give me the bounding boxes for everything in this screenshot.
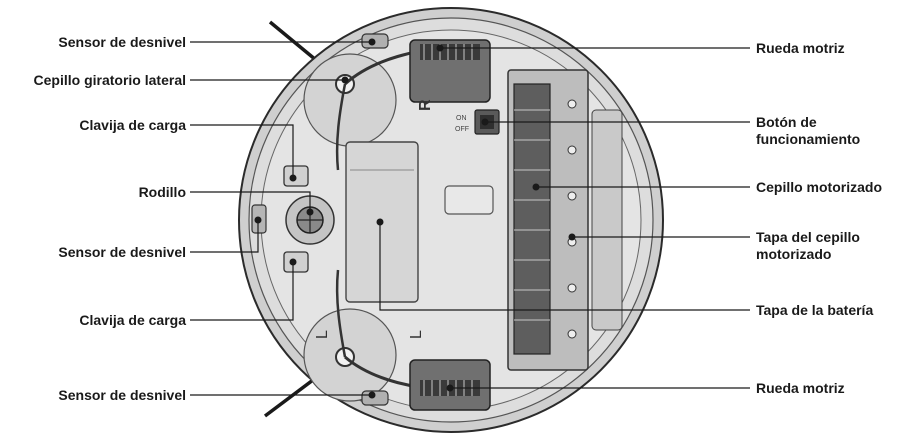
switch-off-text: OFF: [455, 126, 469, 133]
brush-cover-holes: [567, 99, 577, 339]
label-drive-wheel-top: Rueda motriz: [756, 40, 845, 56]
label-cliff-sensor-top: Sensor de desnivel: [58, 34, 186, 50]
label-motorized-brush: Cepillo motorizado: [756, 179, 882, 195]
label-cliff-sensor-middle: Sensor de desnivel: [58, 244, 186, 260]
switch-on-text: ON: [456, 115, 467, 122]
label-roller: Rodillo: [138, 184, 186, 200]
right-bumper-block: [591, 109, 623, 331]
top-brush-bay: [303, 53, 397, 147]
motorized-brush: [513, 83, 551, 355]
drive-wheel-top: [409, 39, 491, 103]
label-drive-wheel-bottom: Rueda motriz: [756, 380, 845, 396]
leader-dots-left: [254, 38, 376, 399]
label-battery-cover: Tapa de la batería: [756, 302, 874, 318]
brush-bristle-lines: [514, 109, 550, 321]
label-side-brush: Cepillo giratorio lateral: [33, 72, 186, 88]
marking-l-bottom: L: [408, 330, 425, 339]
center-slot: [444, 185, 494, 215]
marking-r: R: [417, 99, 434, 111]
label-cliff-sensor-bottom: Sensor de desnivel: [58, 387, 186, 403]
charging-contact-top: [283, 165, 309, 187]
leader-lines-left: [190, 41, 372, 396]
leader-dots-right: [376, 44, 576, 392]
label-brush-cover: Tapa del cepillo motorizado: [756, 229, 860, 262]
label-charging-contact-top: Clavija de carga: [79, 117, 186, 133]
label-charging-contact-bottom: Clavija de carga: [79, 312, 186, 328]
cliff-sensor-bottom: [361, 390, 389, 406]
marking-l-top: L: [314, 330, 331, 339]
leader-lines-right: [379, 47, 750, 389]
label-power-button: Botón de funcionamiento: [756, 114, 861, 147]
